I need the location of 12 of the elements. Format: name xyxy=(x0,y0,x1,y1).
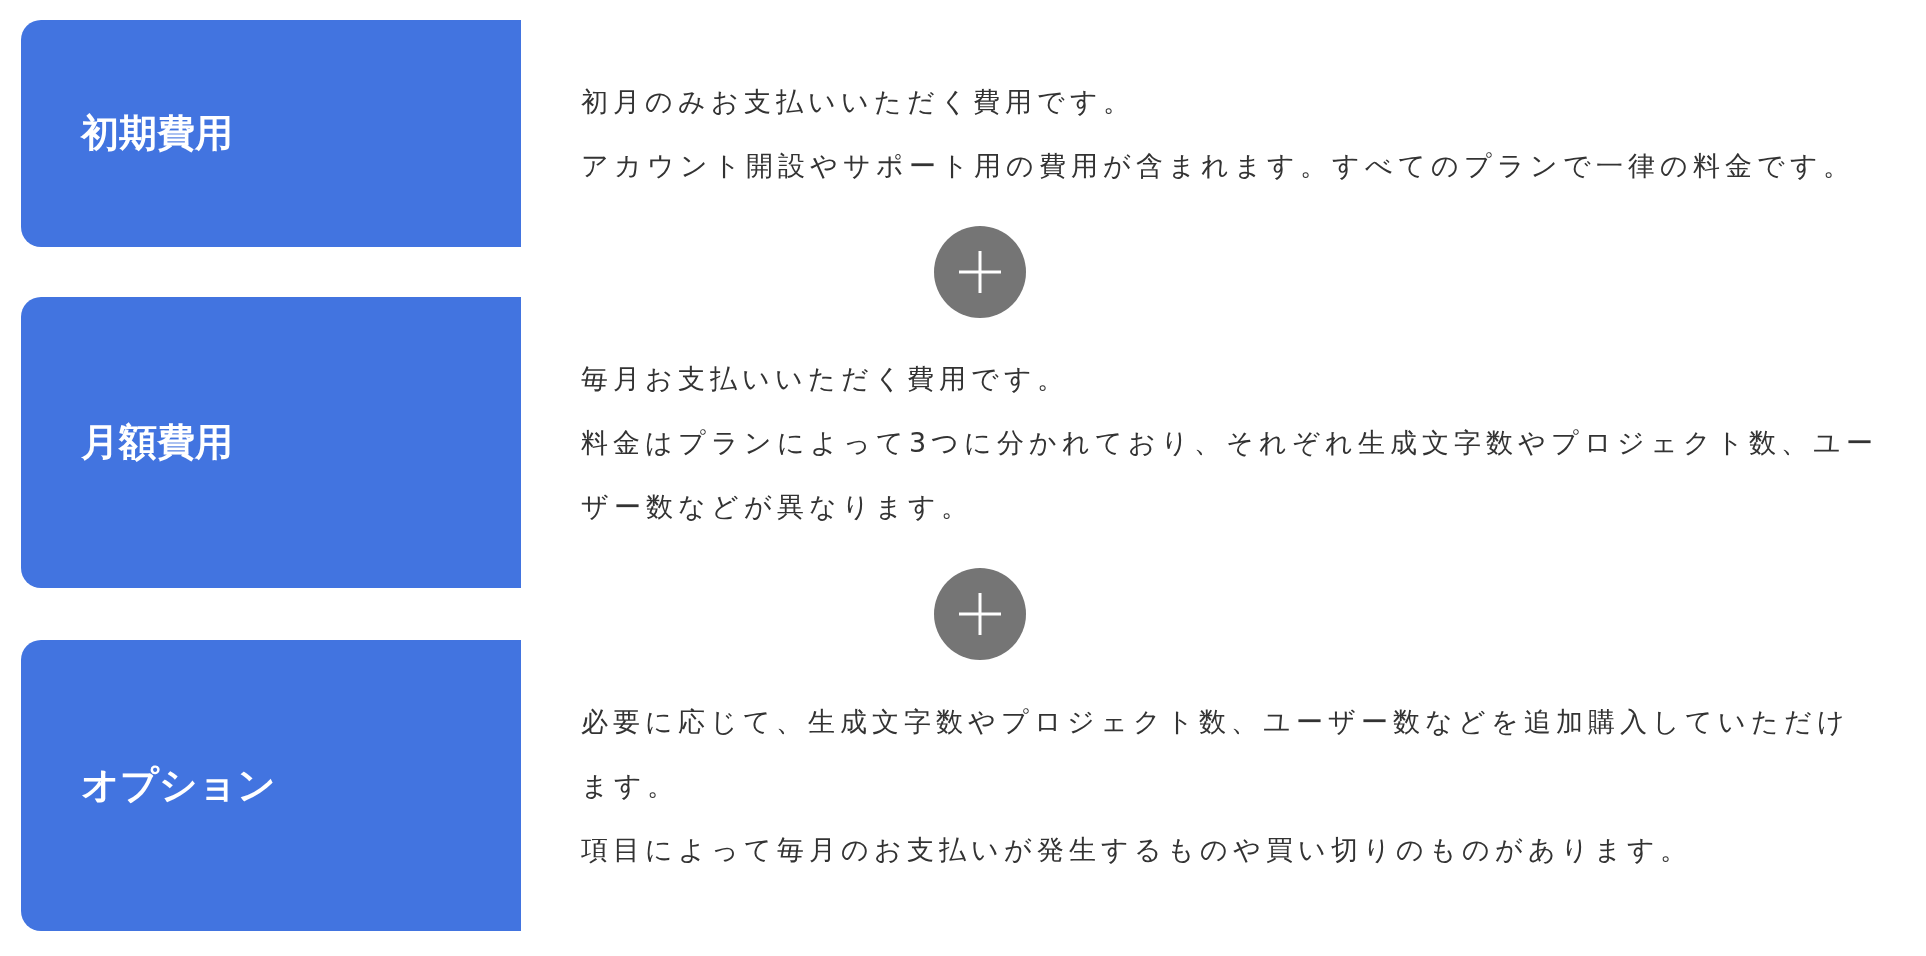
category-title: オプション xyxy=(81,762,276,809)
description-text: 毎月お支払いいただく費用です。 xyxy=(581,361,1070,396)
category-title: 月額費用 xyxy=(81,419,233,466)
category-box xyxy=(21,297,521,588)
category-box xyxy=(21,640,521,931)
description-text: 初月のみお支払いいただく費用です。 xyxy=(581,84,1136,119)
description-text: 料金はプランによって3つに分かれており、それぞれ生成文字数やプロジェクト数、ユーザー数などが異なります。 xyxy=(581,425,1880,524)
category-box xyxy=(21,20,521,247)
description-text: アカウント開設やサポート用の費用が含まれます。すべてのプランで一律の料金です。 xyxy=(581,148,1856,183)
description-text: 項目によって毎月のお支払いが発生するものや買い切りのものがあります。 xyxy=(581,832,1693,867)
description-text: 必要に応じて、生成文字数やプロジェクト数、ユーザー数などを追加購入していただけます。 xyxy=(581,704,1851,803)
category-title: 初期費用 xyxy=(81,110,233,157)
